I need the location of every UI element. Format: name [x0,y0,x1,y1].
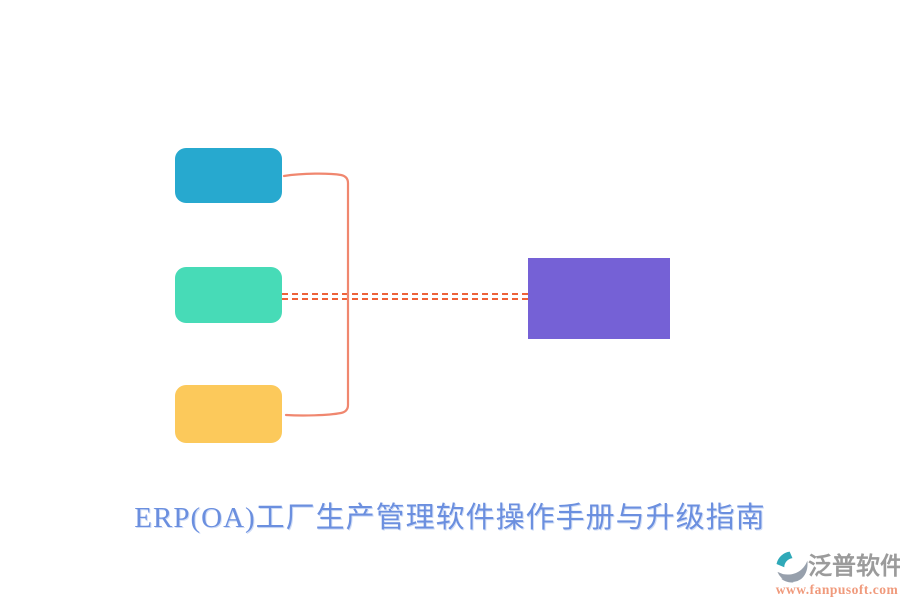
watermark: 泛普软件 www.fanpusoft.com [775,550,900,597]
node-branch-bottom [175,385,282,443]
diagram-title: ERP(OA)工厂生产管理软件操作手册与升级指南 [134,502,766,534]
brand-name: 泛普软件 [808,554,900,580]
dashed-connector [282,293,528,300]
node-branch-middle [175,267,282,323]
bracket-connector [282,172,350,417]
logo-gray-tail [781,578,794,583]
fanpu-logo-icon [776,551,808,583]
bracket-path [282,172,350,417]
node-branch-top [175,148,282,203]
logo-teal-segment [776,551,793,568]
logo-gray-segment [777,560,808,582]
brand-website: www.fanpusoft.com [775,582,899,597]
watermark-row: 泛普软件 [775,550,900,584]
node-result [528,258,670,339]
